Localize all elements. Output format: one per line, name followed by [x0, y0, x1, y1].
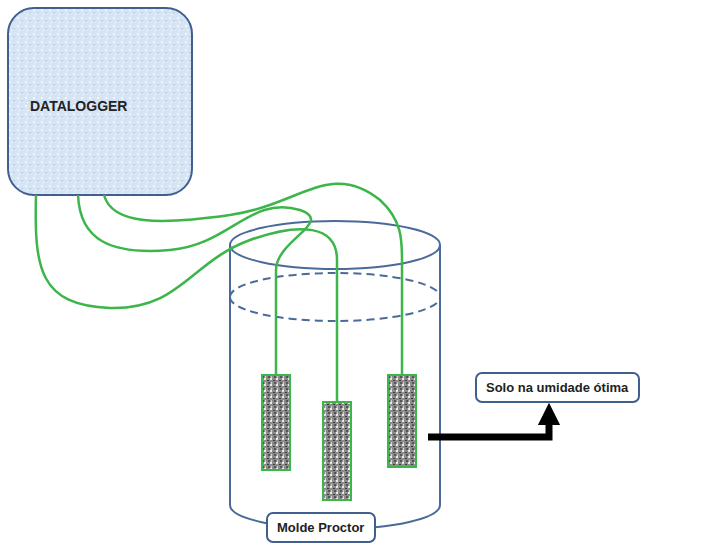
label-box: Solo na umidade ótima: [475, 372, 640, 403]
label-box: Molde Proctor: [266, 512, 376, 543]
datalogger-housing: [8, 8, 192, 195]
datalogger-box: DATALOGGER: [8, 8, 192, 195]
datalogger-label: DATALOGGER: [30, 98, 127, 114]
callout-box: Solo na umidade ótima: [486, 380, 629, 395]
caption-box: Molde Proctor: [277, 520, 365, 535]
pointer-arrow: [428, 414, 549, 437]
proctor-mould: [230, 221, 440, 529]
sensor-cable: [36, 184, 402, 402]
moisture-sensor: [262, 375, 416, 500]
